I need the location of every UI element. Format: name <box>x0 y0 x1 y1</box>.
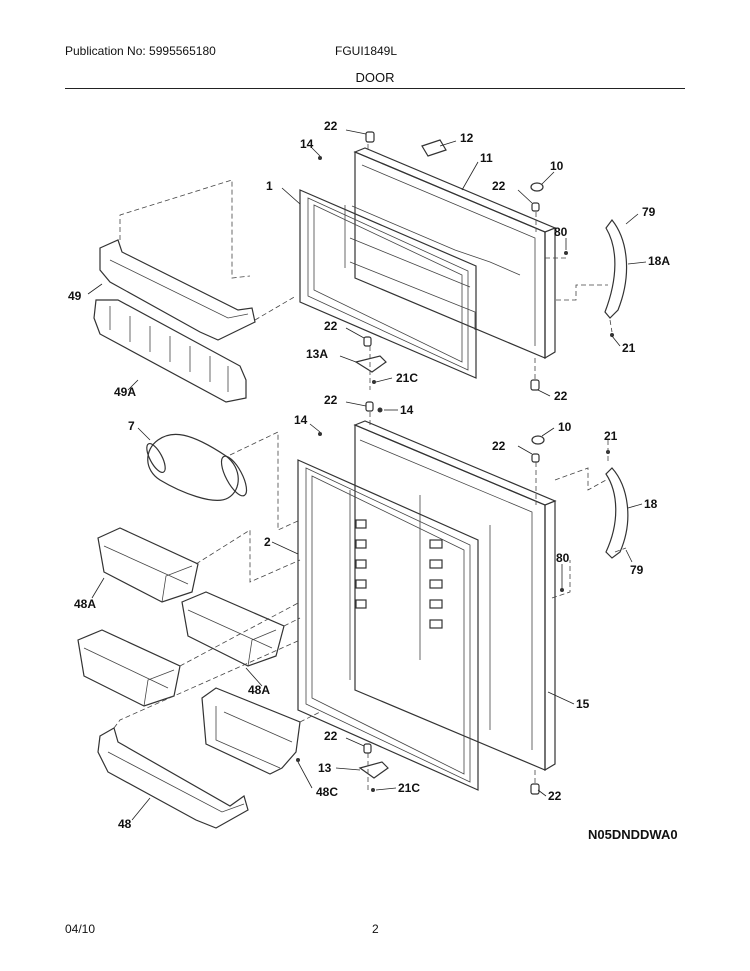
callout-22-lower-bottom: 22 <box>324 729 338 743</box>
fresh-food-door-panel <box>349 420 557 772</box>
callout-22-upper-hinge: 22 <box>492 179 506 193</box>
callout-48a-left: 48A <box>74 597 96 611</box>
callout-80-upper: 80 <box>554 225 568 239</box>
callout-48c: 48C <box>316 785 338 799</box>
callout-11: 11 <box>480 151 493 165</box>
callout-7: 7 <box>128 419 135 433</box>
freezer-door-panel <box>344 147 557 360</box>
leader-lines <box>87 129 647 821</box>
callout-22-upper-hinge-bottom: 22 <box>554 389 568 403</box>
callout-2: 2 <box>264 535 271 549</box>
callout-21c-lower: 21C <box>398 781 420 795</box>
publication-number: Publication No: 5995565180 <box>65 44 216 58</box>
lower-guide-lines <box>113 412 627 790</box>
upper-guide-lines <box>119 144 613 390</box>
freezer-door-stop <box>354 355 387 373</box>
callout-12: 12 <box>460 131 474 145</box>
callout-48a-middle: 48A <box>248 683 270 697</box>
callout-22-lower-hinge: 22 <box>492 439 506 453</box>
freezer-door-handle <box>604 219 628 319</box>
callout-22-top: 22 <box>324 119 338 133</box>
callout-14-lower: 14 <box>294 413 308 427</box>
callout-79-lower: 79 <box>630 563 644 577</box>
callout-48: 48 <box>118 817 132 831</box>
door-bin-upper-left <box>97 527 199 603</box>
callout-22-lower-hinge-bottom: 22 <box>548 789 562 803</box>
section-title: DOOR <box>355 70 395 85</box>
callout-80-lower: 80 <box>556 551 570 565</box>
callout-49a: 49A <box>114 385 136 399</box>
callout-14-upper: 14 <box>300 137 314 151</box>
bottom-door-rack <box>97 727 249 829</box>
butter-dish <box>146 433 248 501</box>
freezer-door-rack <box>99 239 256 341</box>
page-number: 2 <box>372 922 379 936</box>
callout-13a: 13A <box>306 347 328 361</box>
callout-22-upper-bottom: 22 <box>324 319 338 333</box>
door-bin-lower-left <box>77 629 181 707</box>
model-number: FGUI1849L <box>335 44 398 58</box>
callout-22-lower-top: 22 <box>324 393 338 407</box>
callout-79-upper: 79 <box>642 205 656 219</box>
callout-10-upper: 10 <box>550 159 564 173</box>
callout-18: 18 <box>644 497 658 511</box>
door-bin-middle <box>181 591 285 667</box>
freezer-handle-screw <box>610 333 614 337</box>
dairy-compartment <box>201 687 301 775</box>
footer-date: 04/10 <box>65 922 96 936</box>
lower-hardware <box>318 401 610 795</box>
callout-10-lower: 10 <box>558 420 572 434</box>
header-divider <box>65 88 685 89</box>
fresh-food-door-handle <box>605 467 629 559</box>
fresh-food-door-stop <box>358 761 389 779</box>
callout-1: 1 <box>266 179 273 193</box>
freezer-wire-basket <box>93 299 247 403</box>
callout-21-upper: 21 <box>622 341 636 355</box>
callout-49: 49 <box>68 289 82 303</box>
callout-13: 13 <box>318 761 332 775</box>
callout-labels: 22 12 14 11 10 22 1 79 80 18A 49 22 13A … <box>68 119 670 831</box>
freezer-door-gasket <box>299 189 477 379</box>
callout-18a: 18A <box>648 254 670 268</box>
callout-21c-upper: 21C <box>396 371 418 385</box>
callout-14-lower-right: 14 <box>400 403 414 417</box>
fresh-food-door-gasket <box>297 459 479 791</box>
upper-hardware <box>318 131 568 391</box>
callout-15: 15 <box>576 697 590 711</box>
callout-21-lower: 21 <box>604 429 618 443</box>
diagram-code: N05DNDDWA0 <box>588 827 678 842</box>
